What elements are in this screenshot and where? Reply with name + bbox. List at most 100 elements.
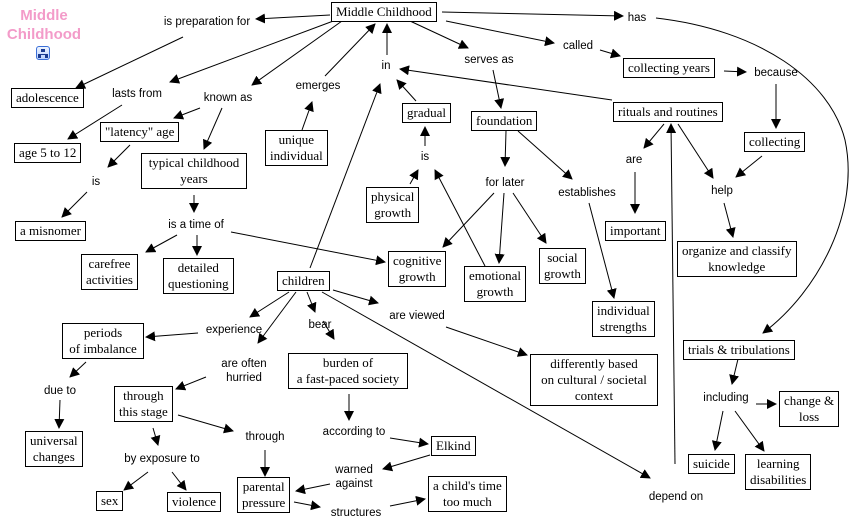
concept-children[interactable]: children [277, 271, 330, 291]
link [54, 399, 65, 429]
concept-label: differently based [550, 356, 638, 371]
concept-middle-childhood[interactable]: Middle Childhood [331, 2, 437, 22]
link [492, 69, 505, 109]
concept-foundation[interactable]: foundation [471, 111, 538, 131]
concept-label: a child's time [433, 478, 502, 493]
concept-label: a fast-paced society [296, 371, 400, 386]
concept-latency-age[interactable]: "latency" age [100, 122, 180, 142]
concept-misnomer[interactable]: a misnomer [15, 221, 87, 241]
concept-elkind[interactable]: Elkind [431, 436, 476, 456]
link [711, 410, 724, 451]
link [306, 291, 317, 313]
link [409, 169, 419, 185]
concept-gradual[interactable]: gradual [402, 103, 451, 123]
link [61, 191, 88, 218]
phrase-line: are often [221, 358, 267, 370]
concept-label: growth [476, 284, 514, 299]
link [230, 231, 386, 266]
concept-label: children [282, 273, 325, 288]
link [255, 13, 331, 24]
concept-label: years [180, 171, 208, 186]
link [500, 130, 511, 167]
phrase-are: are [625, 154, 643, 166]
concept-collecting-years[interactable]: collecting years [623, 58, 715, 78]
concept-label: individual [597, 303, 650, 318]
concept-adolescence[interactable]: adolescence [11, 88, 84, 108]
phrase-is-preparation-for: is preparation for [163, 16, 251, 28]
link [442, 192, 495, 248]
phrase-due-to: due to [44, 385, 76, 397]
link [723, 66, 747, 77]
link [517, 130, 573, 180]
concept-change-loss[interactable]: change &loss [779, 391, 840, 427]
concept-label: too much [443, 494, 492, 509]
concept-rituals-and-routines[interactable]: rituals and routines [613, 102, 723, 122]
concept-label: emotional [469, 268, 521, 283]
concept-trials-tribulations[interactable]: trials & tribulations [683, 340, 795, 360]
link [251, 20, 343, 86]
link [389, 437, 429, 448]
concept-map-icon[interactable] [36, 46, 50, 60]
phrase-line: warned [335, 464, 373, 476]
concept-sex[interactable]: sex [96, 491, 124, 511]
concept-label: adolescence [16, 90, 79, 105]
link [677, 123, 714, 179]
concept-label: burden of [322, 355, 374, 370]
link [735, 155, 763, 178]
concept-label: growth [374, 205, 412, 220]
phrase-is: is [91, 176, 101, 188]
concept-important[interactable]: important [605, 221, 666, 241]
concept-label: of imbalance [69, 341, 137, 356]
phrase-emerges: emerges [295, 80, 341, 92]
link [729, 358, 739, 385]
concept-label: Elkind [436, 438, 471, 453]
link [332, 289, 379, 306]
link [512, 192, 547, 244]
link [382, 454, 431, 472]
link [177, 414, 234, 434]
phrase-in: in [381, 60, 391, 72]
concept-label: gradual [407, 105, 446, 120]
link [145, 331, 199, 342]
link [643, 123, 665, 149]
concept-age-5-to-12[interactable]: age 5 to 12 [14, 143, 82, 163]
link [389, 495, 426, 507]
phrase-help: help [711, 185, 733, 197]
concept-suicide[interactable]: suicide [688, 454, 735, 474]
link [145, 234, 178, 253]
concept-label: periods [83, 325, 123, 340]
concept-violence[interactable]: violence [167, 492, 222, 512]
concept-label: context [574, 388, 614, 403]
link [301, 101, 314, 131]
concept-label: growth [544, 266, 581, 281]
concept-label: organize and classify [682, 243, 792, 258]
concept-label: violence [172, 494, 217, 509]
concept-label: trials & tribulations [688, 342, 790, 357]
phrase-are-viewed: are viewed [389, 310, 445, 322]
link [494, 192, 505, 264]
phrase-is-a-time-of: is a time of [168, 219, 224, 231]
phrase-establishes: establishes [558, 187, 616, 199]
phrase-because: because [754, 67, 798, 79]
concept-collecting[interactable]: collecting [744, 132, 806, 152]
